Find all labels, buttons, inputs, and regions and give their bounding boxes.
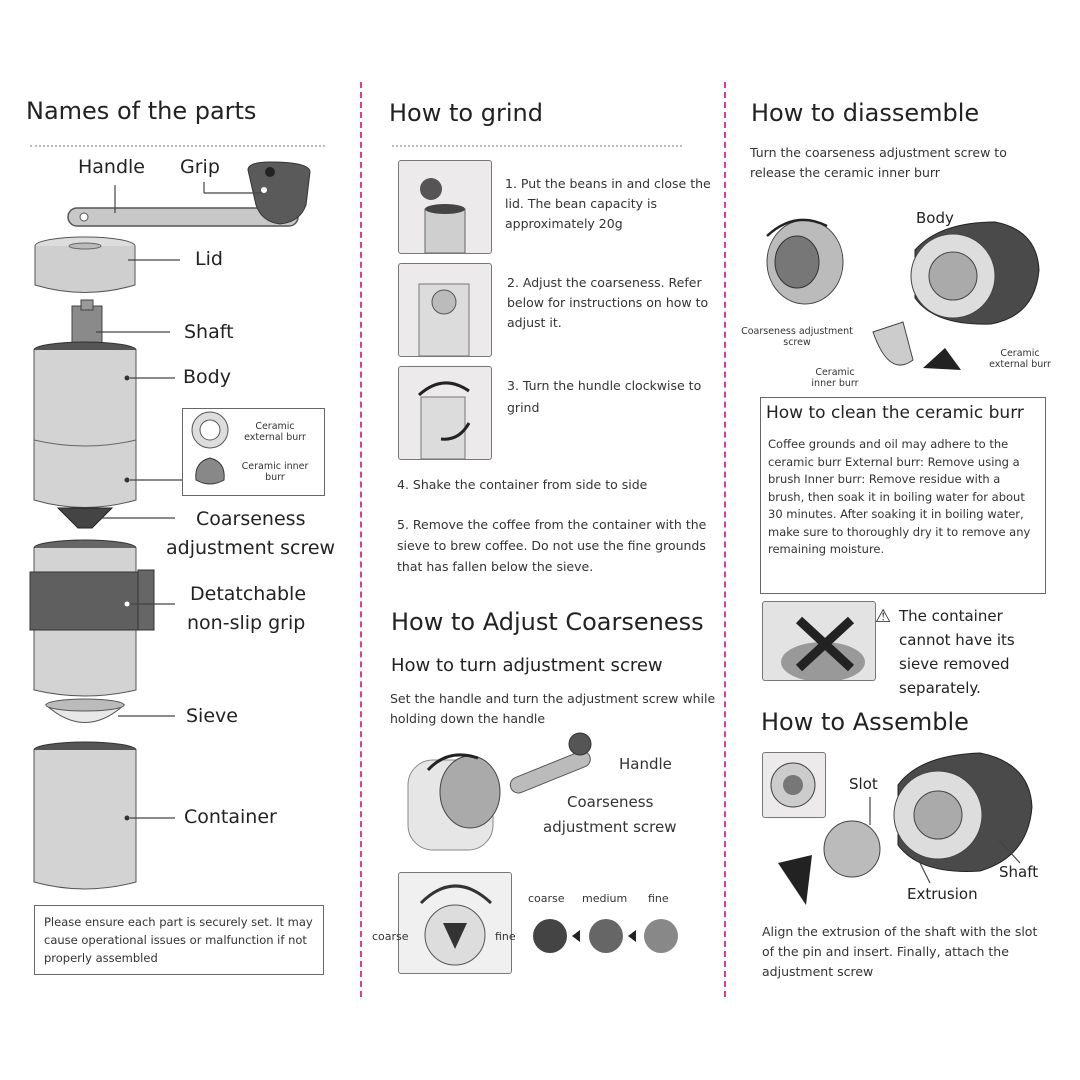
label-coarseness-1: Coarseness — [196, 508, 306, 530]
label-burr-external: Ceramic external burr — [244, 421, 306, 443]
assemble-label-slot: Slot — [849, 775, 878, 793]
label-container: Container — [184, 806, 277, 828]
scale-label-fine: fine — [648, 892, 669, 905]
label-handle: Handle — [78, 156, 146, 178]
label-shaft: Shaft — [184, 321, 234, 343]
adjust-label-handle: Handle — [619, 755, 672, 773]
grind-step-5: 5. Remove the coffee from the container … — [397, 517, 707, 574]
label-grip2-2: non-slip grip — [187, 612, 306, 634]
title-underline — [30, 145, 325, 147]
grind-step-1: 1. Put the beans in and close the lid. T… — [505, 176, 711, 231]
adjust-dial-photo — [398, 872, 512, 974]
grind-step-3: 3. Turn the hundle clockwise to grind — [507, 378, 702, 415]
assembly-note: Please ensure each part is securely set.… — [44, 915, 313, 965]
scale-label-medium: medium — [582, 892, 628, 905]
disassemble-illustration — [766, 218, 1040, 370]
assemble-title: How to Assemble — [761, 708, 969, 736]
container-warning-photo — [762, 601, 876, 681]
label-grip: Grip — [180, 156, 220, 178]
assemble-illustration — [778, 752, 1033, 905]
clean-box — [760, 397, 1046, 594]
adjust-illustration — [407, 732, 592, 851]
grind-title-underline — [392, 145, 682, 147]
label-lid: Lid — [195, 248, 223, 270]
dial-label-fine: fine — [495, 930, 516, 943]
dial-label-coarse: coarse — [372, 930, 409, 943]
container-warning: The container cannot have its sieve remo… — [899, 607, 1015, 697]
warning-icon: ⚠ — [875, 606, 892, 627]
grind-photo-3 — [398, 366, 492, 460]
clean-text: Coffee grounds and oil may adhere to the… — [768, 437, 1031, 556]
grind-step-4: 4. Shake the container from side to side — [397, 477, 648, 492]
label-sieve: Sieve — [186, 705, 238, 727]
assembly-note-box — [34, 905, 324, 975]
scale-label-coarse: coarse — [528, 892, 565, 905]
disassemble-text: Turn the coarseness adjustment screw to … — [750, 145, 1007, 180]
column-divider-left — [360, 82, 362, 997]
assemble-photo — [762, 752, 826, 818]
adjust-subtitle: How to turn adjustment screw — [391, 655, 663, 676]
disassemble-label-screw: Coarseness adjustment screw — [741, 326, 853, 348]
disassemble-label-external: Ceramic external burr — [989, 348, 1051, 370]
adjust-title: How to Adjust Coarseness — [391, 608, 704, 636]
label-burr-inner: Ceramic inner burr — [241, 461, 309, 483]
column-divider-right — [724, 82, 726, 997]
grinder-parts-illustration — [29, 161, 311, 890]
label-body: Body — [183, 366, 231, 388]
grind-photo-2 — [398, 263, 492, 357]
assemble-text: Align the extrusion of the shaft with th… — [762, 924, 1038, 979]
burr-callout-icons — [191, 411, 229, 485]
adjust-label-screw-2: adjustment screw — [543, 818, 677, 836]
parts-title: Names of the parts — [26, 97, 257, 125]
label-grip2-1: Detatchable — [190, 583, 307, 605]
assemble-label-shaft: Shaft — [999, 863, 1039, 881]
adjust-text: Set the handle and turn the adjustment s… — [390, 691, 716, 726]
disassemble-label-inner: Ceramic inner burr — [811, 367, 859, 389]
assemble-label-extrusion: Extrusion — [907, 885, 978, 903]
grind-title: How to grind — [389, 99, 543, 127]
disassemble-title: How to diassemble — [751, 99, 980, 127]
grind-step-2: 2. Adjust the coarseness. Refer below fo… — [507, 275, 709, 330]
disassemble-label-body: Body — [916, 209, 954, 227]
clean-title: How to clean the ceramic burr — [766, 403, 1024, 423]
label-coarseness-2: adjustment screw — [166, 537, 336, 559]
grind-size-scale — [533, 919, 678, 953]
adjust-label-screw-1: Coarseness — [567, 793, 654, 811]
grind-photo-1 — [398, 160, 492, 254]
